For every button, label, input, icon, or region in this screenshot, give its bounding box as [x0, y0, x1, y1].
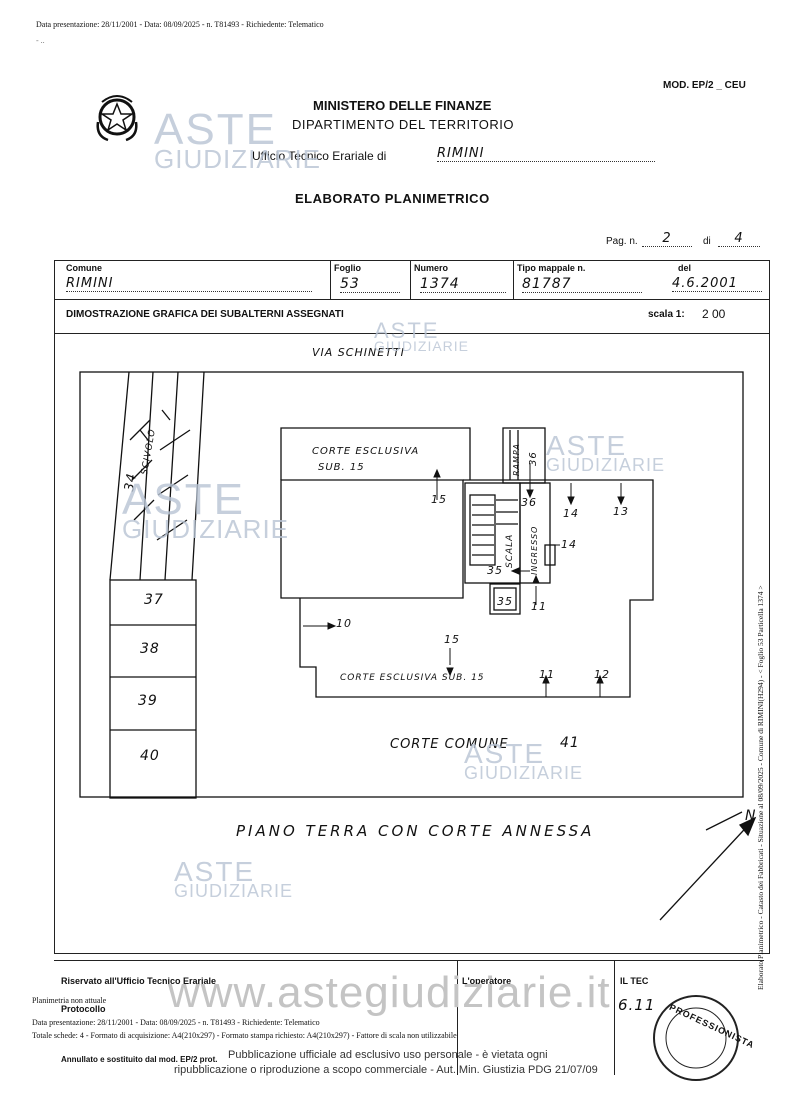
page-label: Pag. n.: [606, 236, 638, 247]
scale-label: scala 1:: [648, 309, 685, 320]
numero-value: 1374: [420, 276, 506, 293]
office-value: RIMINI: [437, 146, 655, 162]
sub-label-15-bottom: 15: [444, 633, 460, 646]
section-title: DIMOSTRAZIONE GRAFICA DEI SUBALTERNI ASS…: [66, 309, 344, 320]
corte-esclusiva-bottom-label: CORTE ESCLUSIVA SUB. 15: [340, 673, 485, 683]
stall-37: 37: [144, 592, 164, 608]
stall-39: 39: [138, 693, 158, 709]
header-dots: - ..: [36, 36, 45, 45]
tipo-mappale-value: 81787: [522, 276, 642, 293]
reserved-label: Riservato all'Ufficio Tecnico Erariale: [61, 976, 217, 986]
footer-divider: [54, 960, 764, 961]
mod-code: MOD. EP/2 _ CEU: [663, 80, 746, 91]
sub-label-11-entry: 11: [531, 600, 547, 613]
del-value: 4.6.2001: [672, 276, 762, 292]
ingresso-label: INGRESSO: [530, 525, 539, 575]
tipo-mappale-label: Tipo mappale n.: [517, 263, 586, 273]
rampa-label: RAMPA: [512, 443, 521, 476]
sub-label-14-side: 14: [561, 538, 577, 551]
foglio-value: 53: [340, 276, 400, 293]
side-catasto-text: Elaborato Planimetrico - Catasto dei Fab…: [756, 585, 765, 990]
document-title: ELABORATO PLANIMETRICO: [295, 191, 490, 206]
street-label: VIA SCHINETTI: [312, 346, 405, 359]
operatore-label: L'operatore: [462, 976, 512, 986]
del-label: del: [678, 263, 692, 273]
page-of-label: di: [703, 236, 711, 247]
ministry-title: MINISTERO DELLE FINANZE: [313, 98, 492, 113]
sub-label-13: 13: [613, 505, 629, 518]
page-number: 2: [642, 231, 692, 247]
stall-40: 40: [140, 748, 160, 764]
fields-divider: [54, 299, 770, 300]
footer-presentation-line: Data presentazione: 28/11/2001 - Data: 0…: [32, 1018, 320, 1027]
corte-comune-label: CORTE COMUNE: [390, 737, 509, 752]
floor-caption: PIANO TERRA CON CORTE ANNESSA: [236, 822, 595, 840]
numero-label: Numero: [414, 263, 449, 273]
handwritten-date: 6.11: [618, 996, 656, 1014]
sub-label-11-bottom: 11: [539, 668, 555, 681]
planimetria-note: Planimetria non attuale: [32, 996, 107, 1005]
corte-esclusiva-top-label: CORTE ESCLUSIVA: [312, 446, 420, 457]
sub-label-15-top: 15: [431, 493, 447, 506]
foglio-label: Foglio: [334, 263, 361, 273]
sub-label-12: 12: [594, 668, 610, 681]
protocollo-label: Protocollo: [61, 1004, 106, 1014]
north-label: N: [745, 808, 757, 824]
plan-frame: [54, 260, 770, 954]
footer-totale-line: Totale schede: 4 - Formato di acquisizio…: [32, 1031, 457, 1040]
scala-label: SCALA: [505, 533, 515, 568]
header-presentation-line: Data presentazione: 28/11/2001 - Data: 0…: [36, 20, 324, 29]
sub-label-10: 10: [336, 617, 352, 630]
corte-esclusiva-top-sub: SUB. 15: [318, 462, 365, 473]
department-title: DIPARTIMENTO DEL TERRITORIO: [292, 117, 515, 132]
annullato-label: Annullato e sostituito dal mod. EP/2 pro…: [61, 1055, 218, 1064]
sub-label-36: 36: [521, 496, 537, 509]
sub-label-35-box: 35: [497, 595, 513, 608]
rampa-number: 36: [528, 451, 539, 466]
office-label: Ufficio Tecnico Erariale di: [252, 149, 387, 163]
page-total: 4: [718, 231, 760, 247]
stall-38: 38: [140, 641, 160, 657]
comune-label: Comune: [66, 263, 102, 273]
italian-emblem-icon: [92, 92, 142, 144]
notice-line-1: Pubblicazione ufficiale ad esclusivo uso…: [228, 1049, 548, 1061]
corte-comune-number: 41: [560, 735, 580, 751]
il-tec-label: IL TEC: [620, 976, 649, 986]
sub-label-14-top: 14: [563, 507, 579, 520]
comune-value: RIMINI: [66, 276, 312, 292]
professional-stamp-icon: [648, 990, 744, 1086]
sub-label-35-stair: 35: [487, 564, 503, 577]
site-watermark: www.astegiudiziarie.it: [168, 968, 611, 1017]
scale-value: 2 00: [702, 307, 726, 321]
notice-line-2: ripubblicazione o riproduzione a scopo c…: [174, 1064, 598, 1076]
section-divider: [54, 333, 770, 334]
